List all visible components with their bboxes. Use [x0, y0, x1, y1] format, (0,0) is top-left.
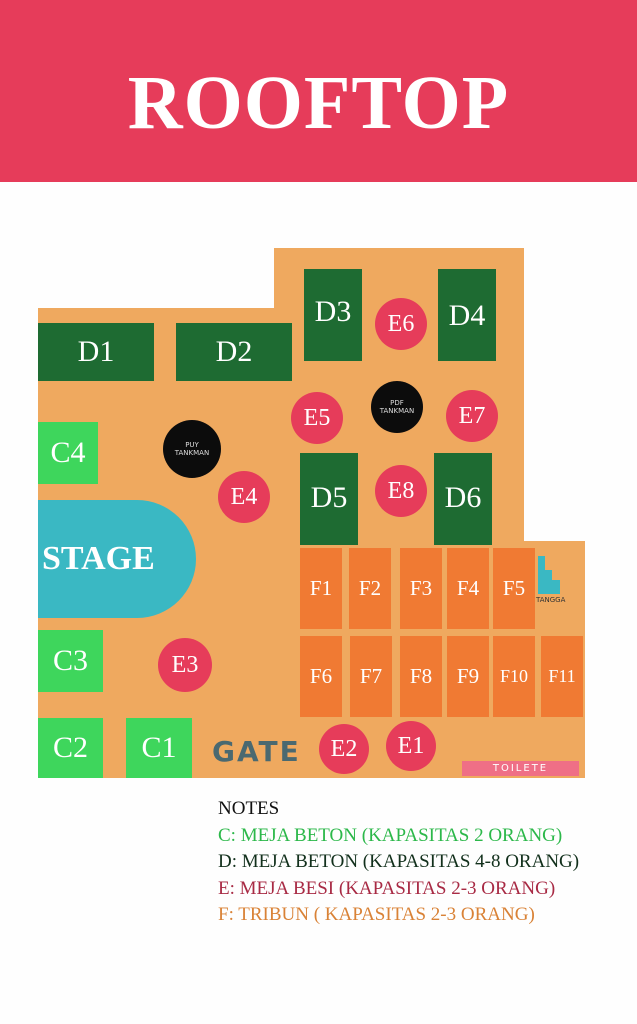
tribune-f1[interactable]: F1 — [300, 548, 342, 629]
toilet-label: TOILETE — [462, 761, 579, 776]
table-e2[interactable]: E2 — [319, 724, 369, 774]
notes-legend: NOTES C: MEJA BETON (KAPASITAS 2 ORANG) … — [218, 796, 579, 929]
table-c1[interactable]: C1 — [126, 718, 192, 778]
tribune-f5[interactable]: F5 — [493, 548, 535, 629]
stairs-icon — [538, 556, 560, 594]
tank-left-line2: TANKMAN — [174, 449, 210, 457]
table-e5[interactable]: E5 — [291, 392, 343, 444]
tribune-f7[interactable]: F7 — [350, 636, 392, 717]
tribune-f2[interactable]: F2 — [349, 548, 391, 629]
tank-left: PUY TANKMAN — [163, 420, 221, 478]
note-e: E: MEJA BESI (KAPASITAS 2-3 ORANG) — [218, 877, 556, 899]
table-d2[interactable]: D2 — [176, 323, 292, 381]
table-d5[interactable]: D5 — [300, 453, 358, 545]
table-c3[interactable]: C3 — [38, 630, 103, 692]
table-c2[interactable]: C2 — [38, 718, 103, 778]
tank-right-line1: PDF — [390, 399, 404, 407]
stage: STAGE — [38, 500, 196, 618]
tribune-f11[interactable]: F11 — [541, 636, 583, 717]
table-e6[interactable]: E6 — [375, 298, 427, 350]
table-c4[interactable]: C4 — [38, 422, 98, 484]
table-e3[interactable]: E3 — [158, 638, 212, 692]
tank-left-line1: PUY — [185, 441, 199, 449]
tank-right: PDF TANKMAN — [371, 381, 423, 433]
table-e7[interactable]: E7 — [446, 390, 498, 442]
note-d: D: MEJA BETON (KAPASITAS 4-8 ORANG) — [218, 851, 580, 872]
tribune-f6[interactable]: F6 — [300, 636, 342, 717]
table-d4[interactable]: D4 — [438, 269, 496, 361]
tribune-f10[interactable]: F10 — [493, 636, 535, 717]
page-title: ROOFTOP — [127, 61, 510, 145]
tribune-f3[interactable]: F3 — [400, 548, 442, 629]
header-banner: ROOFTOP — [0, 0, 637, 182]
table-e8[interactable]: E8 — [375, 465, 427, 517]
table-d6[interactable]: D6 — [434, 453, 492, 545]
tribune-f9[interactable]: F9 — [447, 636, 489, 717]
note-c: C: MEJA BETON (KAPASITAS 2 ORANG) — [218, 824, 563, 846]
stairs-label: TANGGA — [536, 596, 566, 604]
tribune-f8[interactable]: F8 — [400, 636, 442, 717]
notes-heading: NOTES — [218, 798, 280, 819]
tribune-f4[interactable]: F4 — [447, 548, 489, 629]
tank-right-line2: TANKMAN — [379, 407, 415, 415]
table-e4[interactable]: E4 — [218, 471, 270, 523]
table-e1[interactable]: E1 — [386, 721, 436, 771]
table-d3[interactable]: D3 — [304, 269, 362, 361]
note-f: F: TRIBUN ( KAPASITAS 2-3 ORANG) — [218, 904, 535, 925]
table-d1[interactable]: D1 — [38, 323, 154, 381]
gate-label: GATE — [212, 735, 301, 768]
